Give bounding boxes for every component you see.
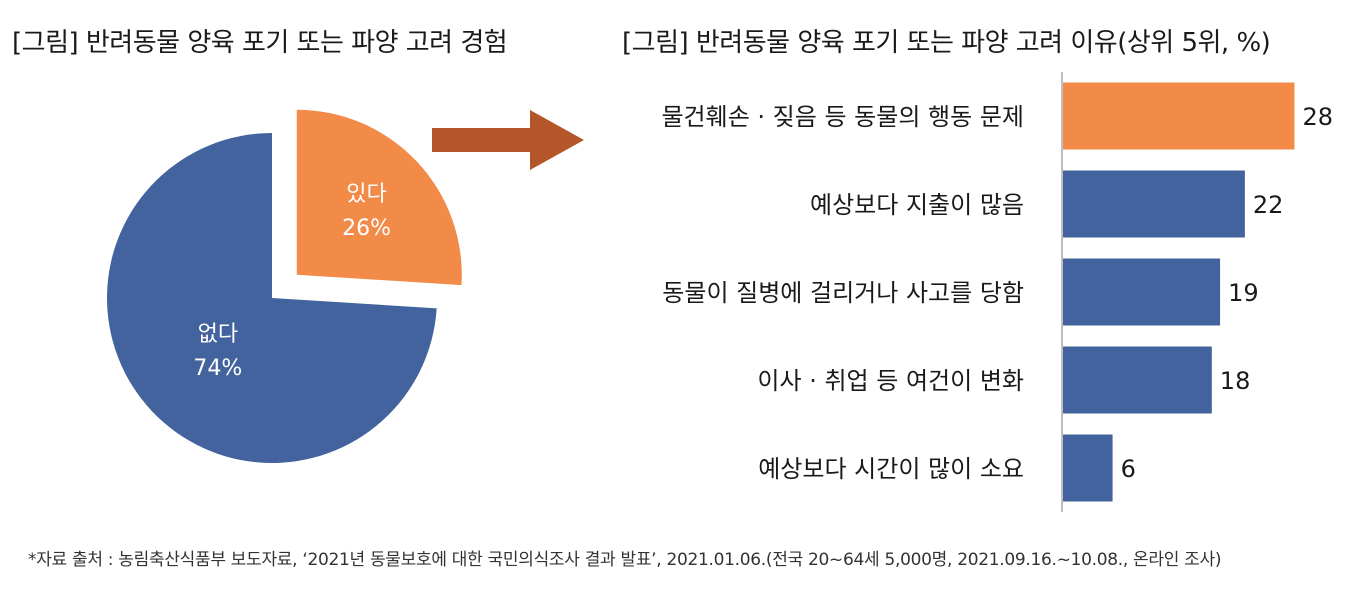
bar-chart-title: [그림] 반려동물 양육 포기 또는 파양 고려 이유(상위 5위, %) [622,28,1271,58]
bar-category-label: 예상보다 지출이 많음 [810,191,1024,219]
bar [1063,170,1245,238]
pie-slice-no [106,133,437,463]
bar [1063,258,1221,326]
right-arrow-icon [432,110,584,170]
bar [1063,346,1212,414]
pie-slice-value-label: 74% [193,356,242,381]
pie-slice-yes [296,109,462,286]
pie-slice-value-label: 26% [342,216,391,241]
bar [1063,434,1113,502]
bar-chart: 물건훼손 · 짖음 등 동물의 행동 문제 28 예상보다 지출이 많음 22 동물이 … [661,72,1333,512]
bar-category-label: 이사 · 취업 등 여건이 변화 [757,367,1024,395]
source-note: *자료 출처 : 농림축산식품부 보도자료, ‘2021년 동물보호에 대한 국… [28,550,1222,570]
pie-chart: 있다 26% 없다 74% [106,109,462,463]
pie-slice-label: 있다 [346,182,386,207]
bar-value-label: 6 [1121,455,1136,483]
bar-value-label: 18 [1220,367,1251,395]
bar-value-label: 28 [1302,103,1333,131]
bar [1063,82,1295,150]
bar-value-label: 19 [1228,279,1259,307]
bar-value-label: 22 [1253,191,1284,219]
bar-category-label: 예상보다 시간이 많이 소요 [758,455,1024,483]
bar-category-label: 물건훼손 · 짖음 등 동물의 행동 문제 [661,103,1024,131]
pie-chart-title: [그림] 반려동물 양육 포기 또는 파양 고려 경험 [12,28,508,58]
pie-slice-label: 없다 [198,322,238,347]
bar-category-label: 동물이 질병에 걸리거나 사고를 당함 [662,279,1024,307]
